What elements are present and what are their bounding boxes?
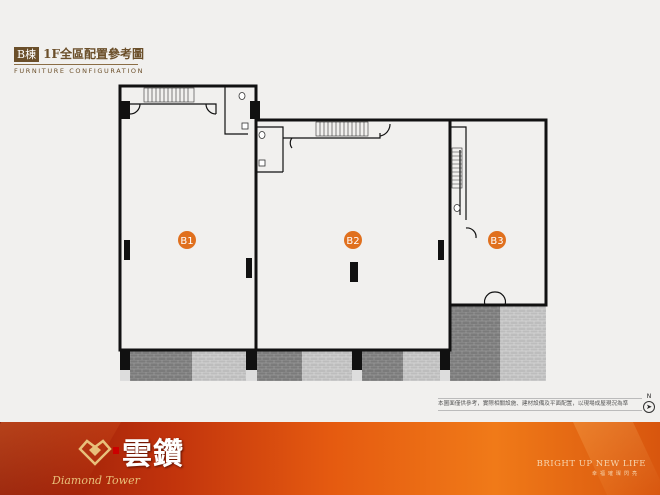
stairs [143,87,463,189]
north-indicator: N ➤ [643,393,655,413]
building-badge: B棟 [14,47,40,62]
brand-name: 雲鑽 [122,437,184,472]
interior-walls-and-doors [129,86,546,306]
paving-area [130,305,546,381]
unit-label-text: B1 [180,236,193,247]
unit-label-b2[interactable]: B2 [344,231,362,249]
plan-title: 1F全區配置參考圖 [43,47,144,61]
brand-banner [0,422,660,495]
column-bases [120,370,450,381]
diamond-logo-icon [78,439,112,466]
unit-label-text: B3 [490,236,503,247]
slogan-subtitle: 幸福璀璨閃亮 [591,471,640,477]
slogan: BRIGHT UP NEW LIFE [536,459,646,469]
unit-label-b3[interactable]: B3 [488,231,506,249]
unit-label-b1[interactable]: B1 [178,231,196,249]
brand-english-name: Diamond Tower [52,474,140,487]
north-label: N [646,393,652,400]
plan-header: B棟 1F全區配置參考圖 FURNITURE CONFIGURATION [14,47,144,75]
plan-subtitle: FURNITURE CONFIGURATION [14,67,145,75]
disclaimer-note: 本圖面僅供參考，實際相關設施、建材設備及平面配置，以現場成屋現況為準 [438,398,642,411]
toilet-icons [238,92,461,212]
header-divider [14,64,138,65]
logo-seal [113,447,119,454]
unit-label-text: B2 [346,236,359,247]
floor-plan: B1 B2 B3 [118,84,548,381]
north-arrow-icon: ➤ [643,401,655,413]
columns [120,101,450,370]
